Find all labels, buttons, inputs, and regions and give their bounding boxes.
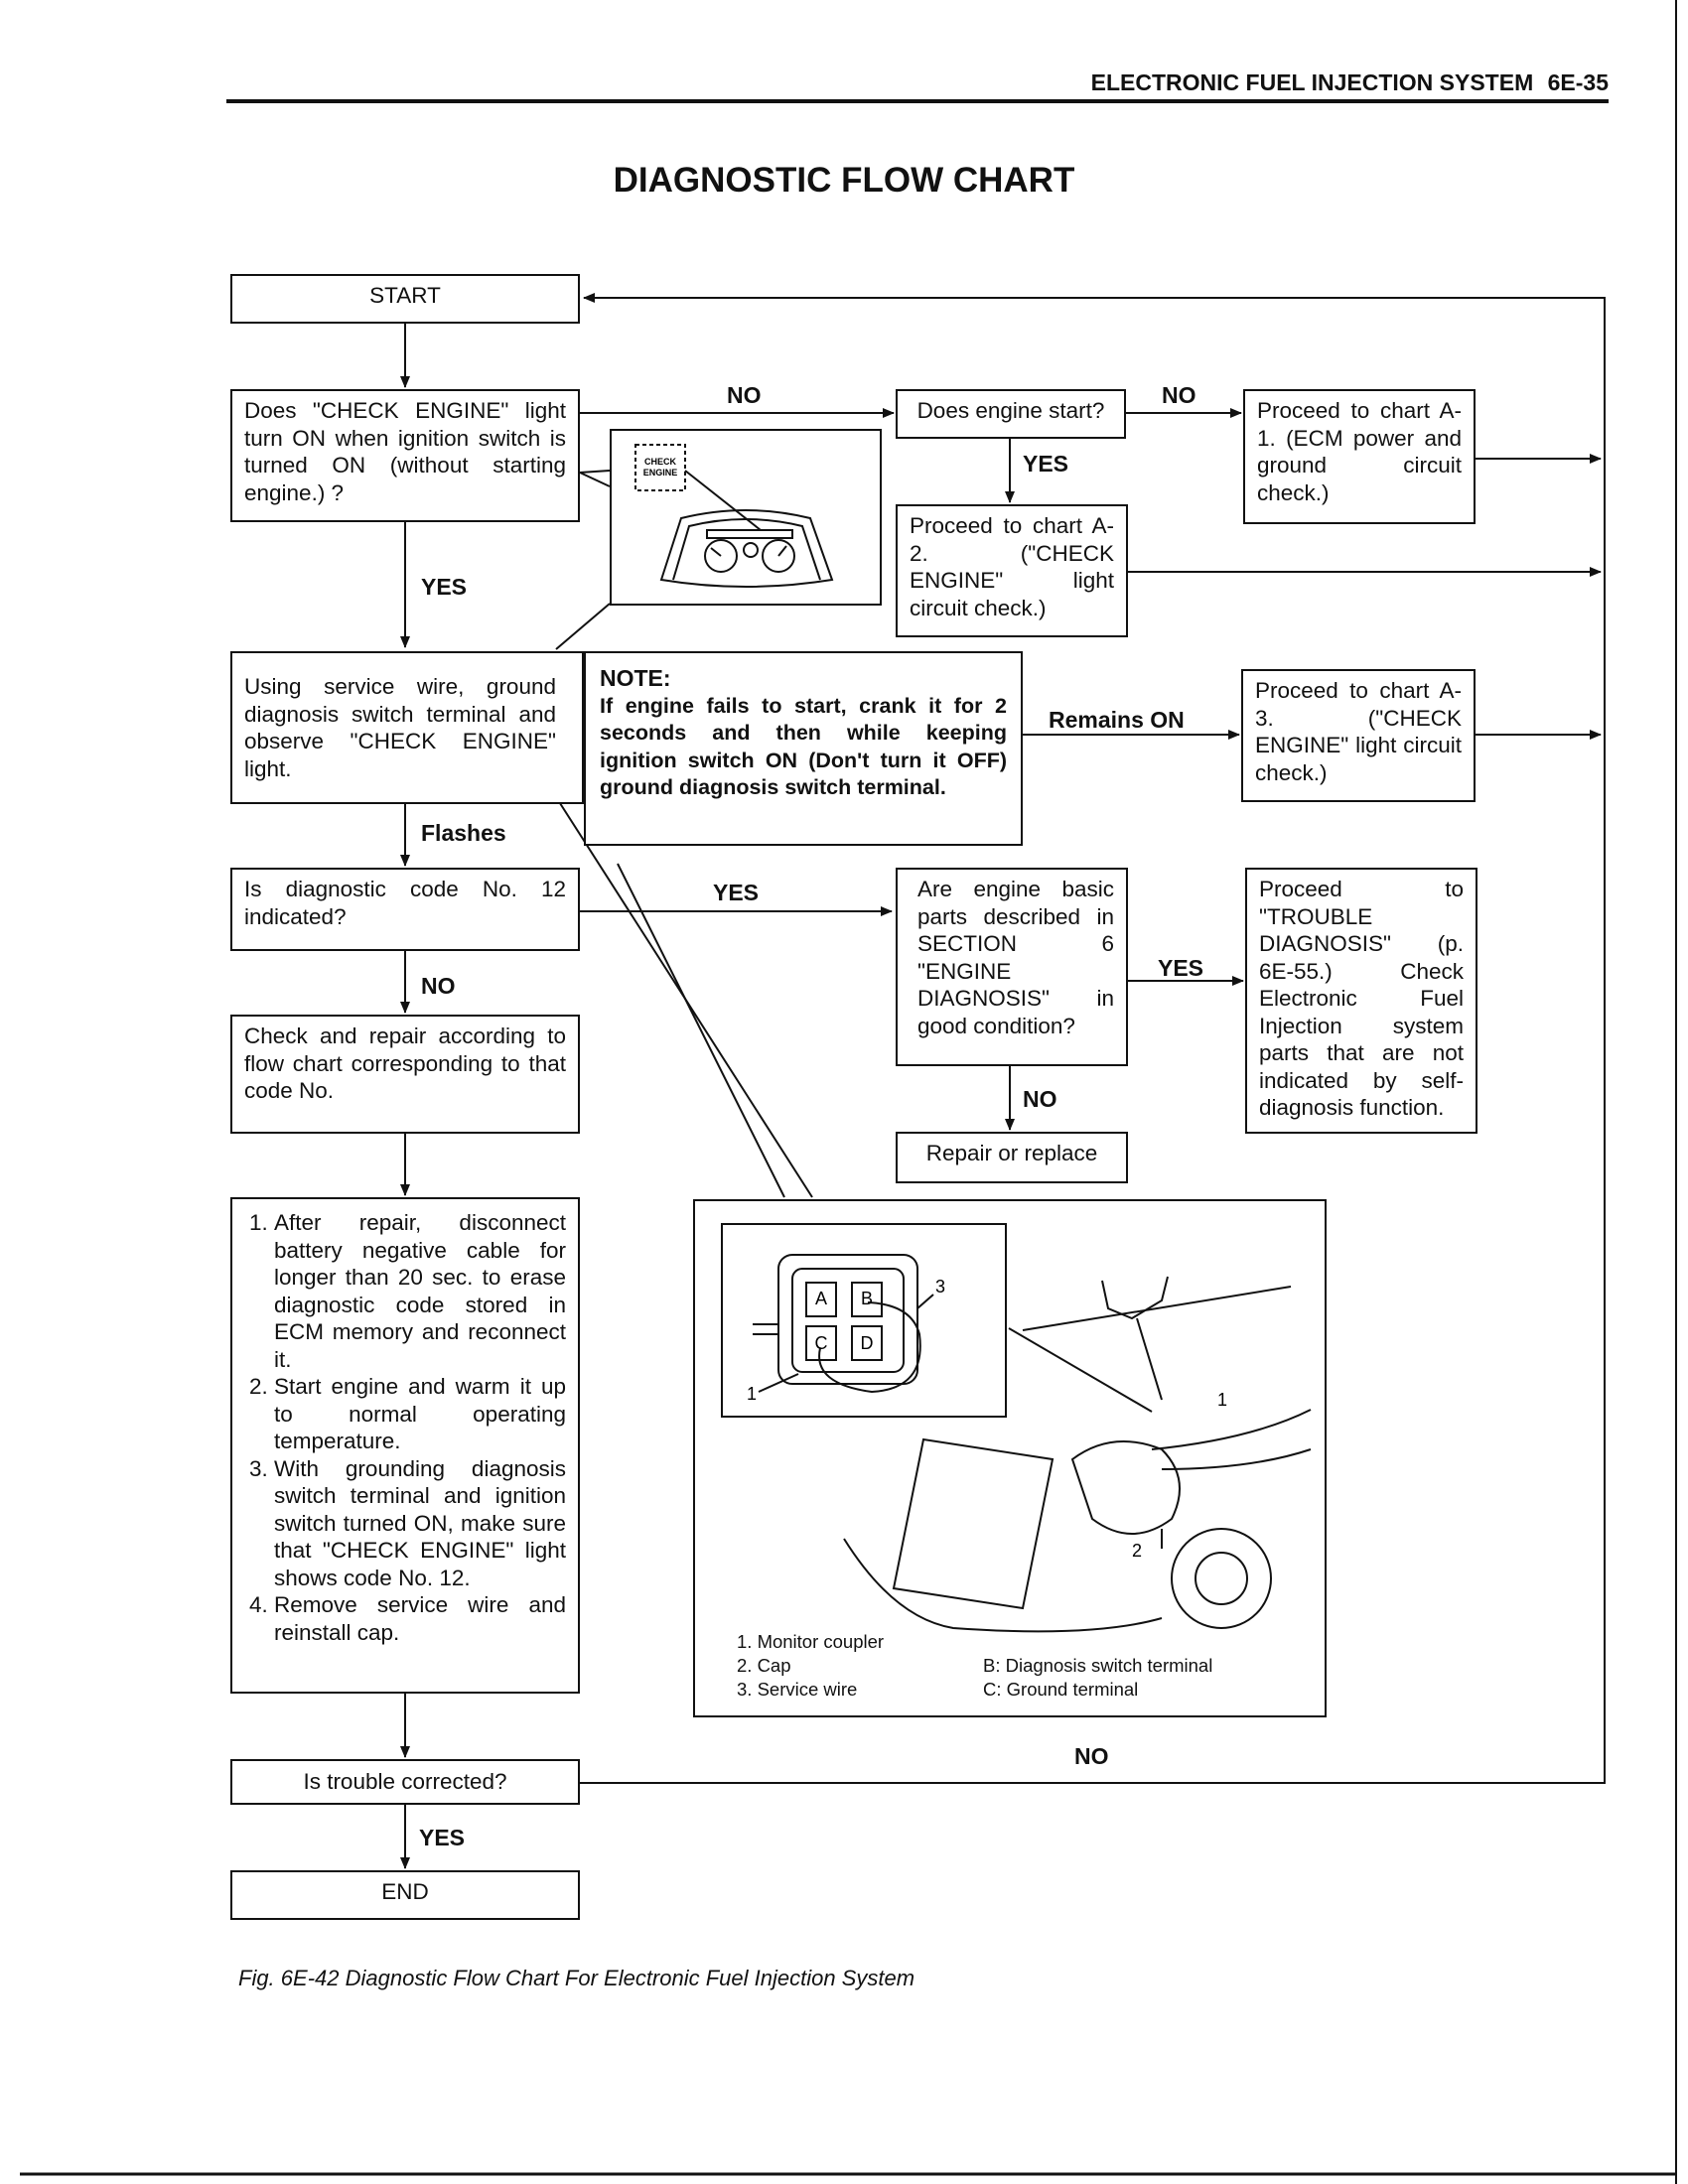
check-repair-text: Check and repair according to flow chart… [244,1024,566,1103]
terminal-c: C [815,1333,828,1353]
callout-2: 2 [1132,1541,1142,1561]
step-item: With grounding diagnosis switch terminal… [274,1455,566,1592]
label-yes-code12: YES [713,880,760,905]
end-label: END [381,1879,429,1904]
label-remains-on: Remains ON [1049,707,1185,733]
terminal-a: A [815,1289,827,1308]
start-label: START [369,283,441,308]
check-engine-question-box: Does "CHECK ENGINE" light turn ON when i… [230,389,580,522]
step-item: Remove service wire and reinstall cap. [274,1591,566,1646]
proceed-trouble-text: Proceed to "TROUBLE DIAGNOSIS" (p. 6E-55… [1259,877,1464,1120]
step-item: After repair, disconnect battery negativ… [274,1209,566,1373]
callout-1-main: 1 [1217,1390,1227,1410]
legend-item: 3. Service wire [737,1679,858,1700]
lamp-text-check: CHECK [644,457,677,467]
label-yes-check-engine: YES [421,574,468,600]
page-header: ELECTRONIC FUEL INJECTION SYSTEM 6E-35 [1013,69,1609,96]
label-no-loop: NO [1074,1743,1109,1769]
proceed-a2-box: Proceed to chart A-2. ("CHECK ENGINE" li… [896,504,1128,637]
engine-start-question-box: Does engine start? [896,389,1126,439]
legend-item: B: Diagnosis switch terminal [983,1655,1213,1676]
legend-item: 2. Cap [737,1655,791,1676]
legend-item: 1. Monitor coupler [737,1631,885,1652]
post-repair-steps-box: After repair, disconnect battery negativ… [230,1197,580,1694]
label-no-code12: NO [421,973,456,999]
label-yes-basic-parts: YES [1158,955,1204,981]
note-heading: NOTE: [600,665,671,691]
page-title: DIAGNOSTIC FLOW CHART [613,161,1075,200]
label-no-check-engine: NO [727,382,762,408]
proceed-a1-text: Proceed to chart A-1. (ECM power and gro… [1257,398,1462,505]
repair-replace-text: Repair or replace [925,1141,1098,1165]
callout-3-inset: 3 [935,1277,945,1297]
header-page-number: 6E-35 [1547,69,1609,95]
ground-diagnosis-box: Using service wire, ground diagnosis swi… [230,651,584,804]
end-box: END [230,1870,580,1920]
callout-1-inset: 1 [747,1384,757,1404]
monitor-coupler-drawing: A B C D 1 3 [747,1254,945,1404]
code12-question-box: Is diagnostic code No. 12 indicated? [230,868,580,951]
proceed-a1-box: Proceed to chart A-1. (ECM power and gro… [1243,389,1476,524]
code12-question-text: Is diagnostic code No. 12 indicated? [244,877,566,929]
proceed-a3-box: Proceed to chart A-3. ("CHECK ENGINE" li… [1241,669,1476,802]
repair-replace-box: Repair or replace [896,1132,1128,1183]
trouble-corrected-box: Is trouble corrected? [230,1759,580,1805]
label-flashes: Flashes [421,820,506,846]
trouble-corrected-text: Is trouble corrected? [303,1769,507,1794]
label-yes-engine-start: YES [1023,451,1069,477]
engine-bay-illustration: A B C D 1 3 2 1 1. Monitor coupler 2. [693,1199,1327,1717]
monitor-coupler-inset: A B C D 1 3 [721,1223,1007,1418]
proceed-a3-text: Proceed to chart A-3. ("CHECK ENGINE" li… [1255,678,1462,785]
note-box: NOTE: If engine fails to start, crank it… [584,651,1023,846]
proceed-a2-text: Proceed to chart A-2. ("CHECK ENGINE" li… [910,513,1114,620]
proceed-trouble-box: Proceed to "TROUBLE DIAGNOSIS" (p. 6E-55… [1245,868,1477,1134]
header-section: ELECTRONIC FUEL INJECTION SYSTEM [1090,69,1534,95]
ground-diagnosis-text: Using service wire, ground diagnosis swi… [244,674,556,781]
legend-item: C: Ground terminal [983,1679,1139,1700]
terminal-d: D [861,1333,874,1353]
figure-caption: Fig. 6E-42 Diagnostic Flow Chart For Ele… [238,1966,915,1990]
label-no-engine-start: NO [1162,382,1196,408]
instrument-cluster-drawing: CHECK ENGINE [634,444,834,588]
dashboard-illustration: CHECK ENGINE [610,429,882,606]
label-yes-end: YES [419,1825,466,1850]
illustration-legend-right: B: Diagnosis switch terminal C: Ground t… [983,1654,1212,1702]
engine-start-question-text: Does engine start? [916,398,1105,423]
note-text: If engine fails to start, crank it for 2… [600,693,1007,800]
engine-bay-drawing: 2 1 [843,1276,1312,1633]
lamp-text-engine: ENGINE [643,468,678,478]
check-engine-question-text: Does "CHECK ENGINE" light turn ON when i… [244,398,566,505]
illustration-legend-left: 1. Monitor coupler 2. Cap 3. Service wir… [737,1630,884,1702]
step-item: Start engine and warm it up to normal op… [274,1373,566,1455]
label-no-basic-parts: NO [1023,1086,1057,1112]
start-box: START [230,274,580,324]
check-repair-box: Check and repair according to flow chart… [230,1015,580,1134]
post-repair-steps-list: After repair, disconnect battery negativ… [244,1209,566,1646]
terminal-b: B [861,1289,873,1308]
basic-parts-question-box: Are engine basic parts described in SECT… [896,868,1128,1066]
basic-parts-question-text: Are engine basic parts described in SECT… [917,877,1114,1038]
